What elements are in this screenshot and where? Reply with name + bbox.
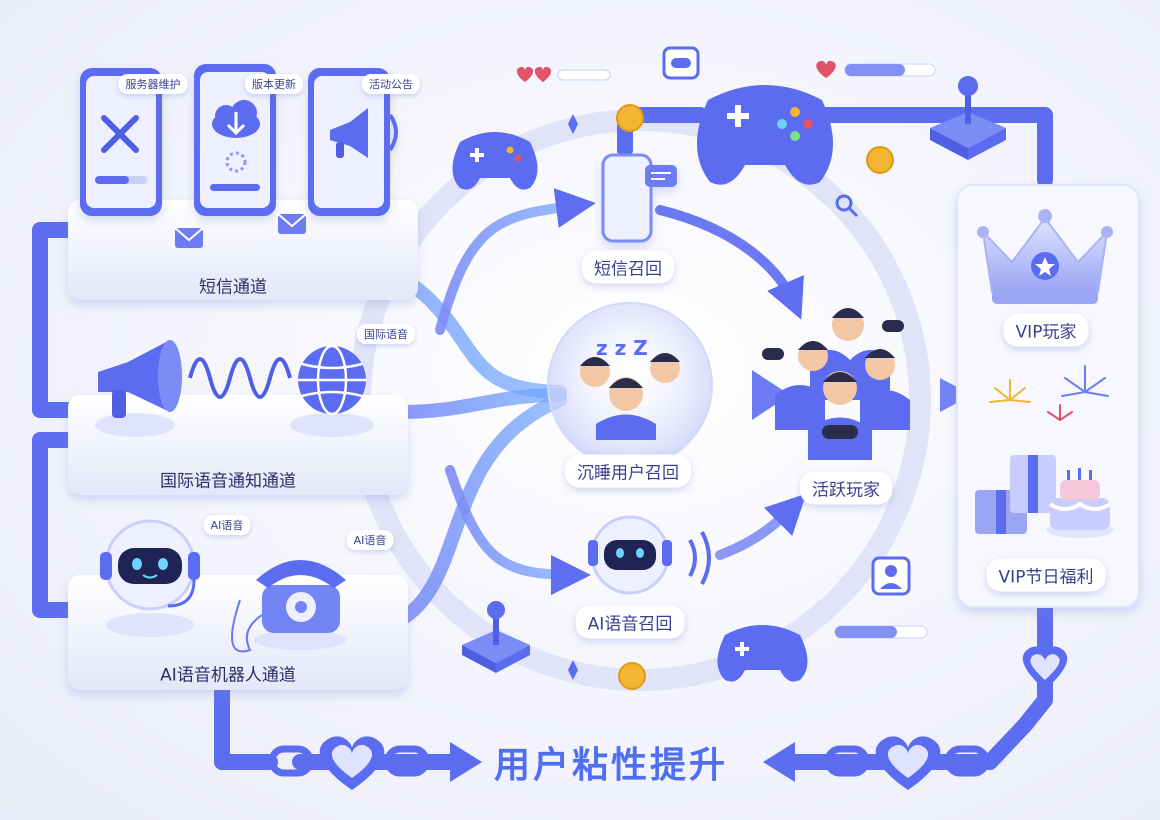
phone-maintenance xyxy=(80,68,162,216)
joystick-icon xyxy=(930,76,1006,160)
active-players-group xyxy=(762,308,910,460)
gamepad-icon xyxy=(696,85,834,185)
signal-streams xyxy=(118,188,596,627)
active-players-label: 活跃玩家 xyxy=(800,471,892,505)
joystick-icon xyxy=(462,601,530,673)
heart-icon xyxy=(319,736,941,790)
star-icon xyxy=(1035,257,1055,276)
platform-sms xyxy=(68,200,418,300)
robot-icon xyxy=(588,515,711,595)
search-icon xyxy=(835,194,859,218)
robot-icon xyxy=(100,519,200,637)
recall-phone xyxy=(601,153,677,243)
heart-icon xyxy=(1022,646,1068,690)
bubble-server-maintenance: 服务器维护 xyxy=(118,74,188,94)
channel-label-intl-voice: 国际语音通知通道 xyxy=(160,471,296,492)
bubble-event-announcement: 活动公告 xyxy=(362,74,420,94)
channel-label-sms: 短信通道 xyxy=(199,277,267,298)
megaphone-icon xyxy=(95,340,182,437)
dormant-users-bubble: z z Z xyxy=(547,302,713,468)
bubble-version-update: 版本更新 xyxy=(245,74,303,94)
envelope-icon xyxy=(174,213,307,248)
zzz-icon: z z Z xyxy=(596,336,648,360)
globe-icon xyxy=(290,344,374,437)
progress-bar xyxy=(557,63,936,639)
chain-icon xyxy=(268,745,990,777)
cake-icon xyxy=(1046,468,1114,538)
recall-label-dormant: 沉睡用户召回 xyxy=(565,454,691,488)
crown-icon xyxy=(977,209,1113,304)
megaphone-icon xyxy=(330,108,398,158)
gamepad-icon xyxy=(452,132,538,190)
coin-icon xyxy=(616,104,894,690)
vip-festival-label: VIP节日福利 xyxy=(986,558,1106,592)
sparkle-icon xyxy=(568,114,578,680)
gift-icon xyxy=(975,455,1056,534)
phone-update xyxy=(194,64,276,216)
telephone-icon xyxy=(231,560,346,653)
channel-label-ai-robot: AI语音机器人通道 xyxy=(160,665,296,686)
gamepad-icon xyxy=(717,625,808,682)
firework-icon xyxy=(989,365,1109,421)
bubble-ai-voice-1: AI语音 xyxy=(203,515,251,535)
page-title: 用户粘性提升 xyxy=(493,745,729,786)
user-icon xyxy=(871,556,911,596)
wrench-icon xyxy=(101,115,139,153)
cloud-download-icon xyxy=(212,100,260,138)
gamepad-icon xyxy=(662,46,700,80)
bubble-ai-voice-2: AI语音 xyxy=(346,530,394,550)
vip-players-label: VIP玩家 xyxy=(1003,313,1089,347)
heart-icon xyxy=(516,60,836,82)
phone-announcement xyxy=(308,68,398,216)
bubble-intl-voice: 国际语音 xyxy=(357,324,415,344)
sound-wave xyxy=(188,357,292,399)
recall-label-sms: 短信召回 xyxy=(582,250,674,284)
recall-label-ai-voice: AI语音召回 xyxy=(575,605,685,639)
